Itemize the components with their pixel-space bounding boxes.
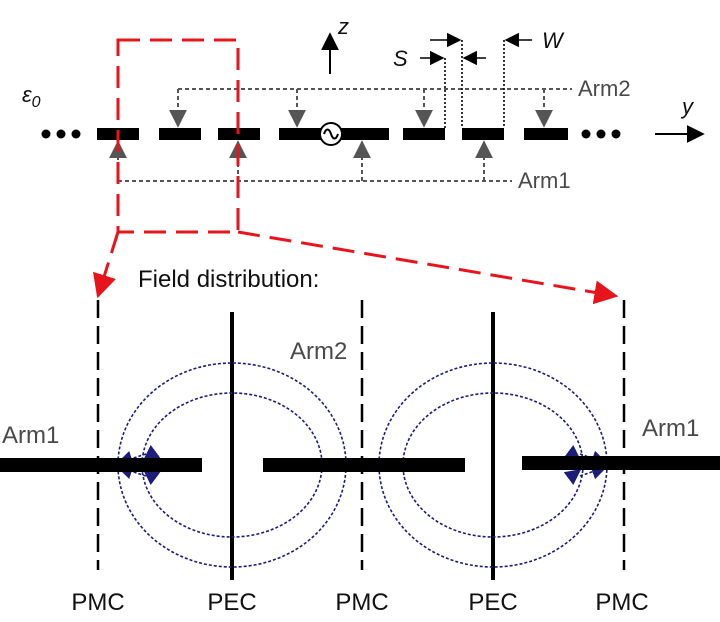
- ac-source-icon: [319, 122, 343, 146]
- strip: [159, 128, 201, 140]
- strips: [97, 128, 568, 140]
- strip-fed-right: [341, 128, 389, 140]
- arm2-feed-network: [169, 88, 572, 128]
- pmc-label-2: PMC: [335, 589, 388, 616]
- pmc-label-3: PMC: [595, 589, 648, 616]
- arm2-strip-center: [263, 458, 465, 472]
- array-cross-section: [41, 32, 705, 305]
- ellipsis-right-icon: [581, 129, 621, 139]
- arm2-bottom-label: Arm2: [290, 338, 347, 365]
- pec-label-1: PEC: [207, 589, 256, 616]
- strip-fed-left: [279, 128, 321, 140]
- strip: [524, 128, 568, 140]
- strip: [403, 128, 445, 140]
- field-distribution-title: Field distribution:: [138, 266, 319, 293]
- z-axis-label: z: [337, 14, 349, 39]
- zoom-arrow-left: [92, 231, 120, 299]
- pmc-label-1: PMC: [71, 589, 124, 616]
- arm1-strip-left: [0, 458, 202, 472]
- dimension-markers: [420, 32, 532, 128]
- ellipsis-left-icon: [41, 129, 81, 139]
- arm1-feed-network: [109, 140, 512, 182]
- arm1-top-label: Arm1: [518, 168, 571, 193]
- pec-walls: [230, 312, 495, 580]
- y-axis-label: y: [680, 94, 695, 119]
- field-strips: [0, 456, 720, 472]
- pmc-walls: [96, 300, 626, 570]
- arm1-left-label: Arm1: [2, 422, 59, 449]
- arm1-right-label: Arm1: [642, 415, 699, 442]
- zoom-box: [116, 38, 240, 234]
- epsilon-label: ε0: [22, 82, 41, 111]
- arm2-top-label: Arm2: [578, 76, 631, 101]
- s-label: S: [393, 46, 408, 71]
- pec-label-2: PEC: [468, 589, 517, 616]
- w-label: W: [542, 28, 565, 53]
- strip: [462, 128, 504, 140]
- arm1-strip-right: [522, 456, 720, 470]
